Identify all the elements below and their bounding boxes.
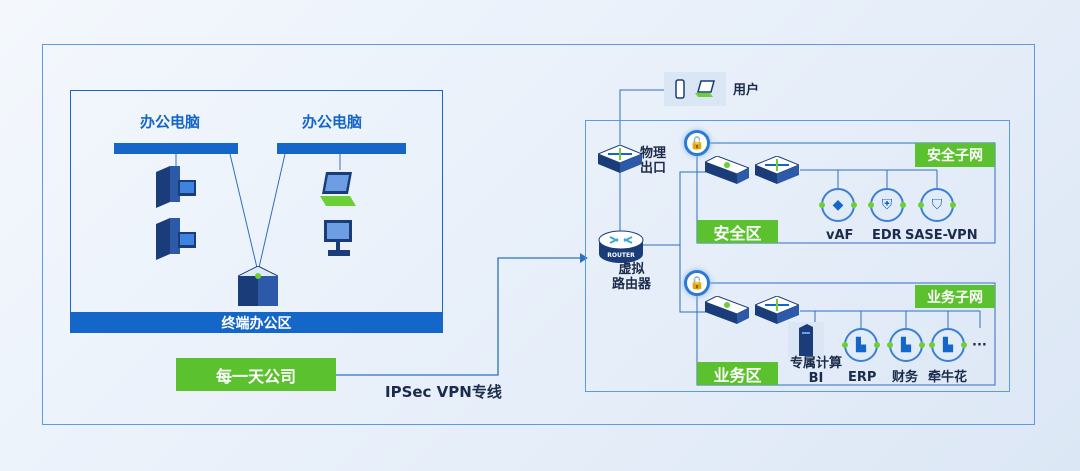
physical-exit-label: 物理出口 xyxy=(640,146,667,176)
desktop-pc-icon xyxy=(156,166,196,208)
qianniuhua-icon: ▙ xyxy=(929,328,967,362)
firewall-appliance-icon xyxy=(705,296,749,324)
office-zone-label: 终端办公区 xyxy=(221,315,292,332)
monitor-icon xyxy=(324,220,352,256)
vpn-link-label: IPSec VPN专线 xyxy=(385,383,502,401)
vaf-icon: ◆ xyxy=(819,188,857,222)
pc-bus-2 xyxy=(277,143,406,154)
service-label-finance: 财务 xyxy=(892,370,919,385)
switch-icon xyxy=(238,266,278,306)
service-label-erp: ERP xyxy=(848,370,877,385)
pc-label-1: 办公电脑 xyxy=(140,113,201,131)
outer-frame xyxy=(42,44,1035,425)
erp-icon: ▙ xyxy=(842,328,880,362)
service-label-qianniuhua: 牵牛花 xyxy=(928,370,968,385)
switch-icon xyxy=(755,296,799,324)
phone-icon xyxy=(675,79,685,99)
security-zone-label: 安全区 xyxy=(697,220,778,243)
service-label-edr: EDR xyxy=(872,228,902,243)
sase-vpn-icon: ⛉ xyxy=(918,188,956,222)
edr-icon: ⛨ xyxy=(868,188,906,222)
more-indicator: ··· xyxy=(972,338,987,353)
cloud-zone xyxy=(585,120,1010,392)
user-devices xyxy=(664,72,726,106)
service-label-vaf: vAF xyxy=(826,228,854,243)
lock-icon: 🔓 xyxy=(684,130,710,156)
virtual-router-label: 虚拟路由器 xyxy=(612,262,652,292)
desktop-pc-icon xyxy=(156,218,196,260)
business-zone-label: 业务区 xyxy=(697,362,778,385)
lock-icon: 🔓 xyxy=(684,270,710,296)
company-label: 每一天公司 xyxy=(176,358,336,391)
service-label-sase-vpn: SASE-VPN xyxy=(905,228,978,243)
router-text: ROUTER xyxy=(607,252,635,259)
security-subnet-label: 安全子网 xyxy=(915,143,995,167)
server-icon xyxy=(788,322,824,358)
laptop-icon xyxy=(320,172,356,206)
pc-label-2: 办公电脑 xyxy=(302,113,363,131)
physical-exit-switch-icon xyxy=(598,145,642,173)
user-label: 用户 xyxy=(733,83,760,98)
firewall-appliance-icon xyxy=(705,156,749,184)
router-icon: ROUTER xyxy=(598,230,644,263)
laptop-icon xyxy=(695,80,715,97)
pc-bus-1 xyxy=(114,143,238,154)
office-zone-bar: 终端办公区 xyxy=(70,312,443,333)
business-subnet-label: 业务子网 xyxy=(915,285,995,308)
finance-icon: ▙ xyxy=(887,328,925,362)
switch-icon xyxy=(755,156,799,184)
